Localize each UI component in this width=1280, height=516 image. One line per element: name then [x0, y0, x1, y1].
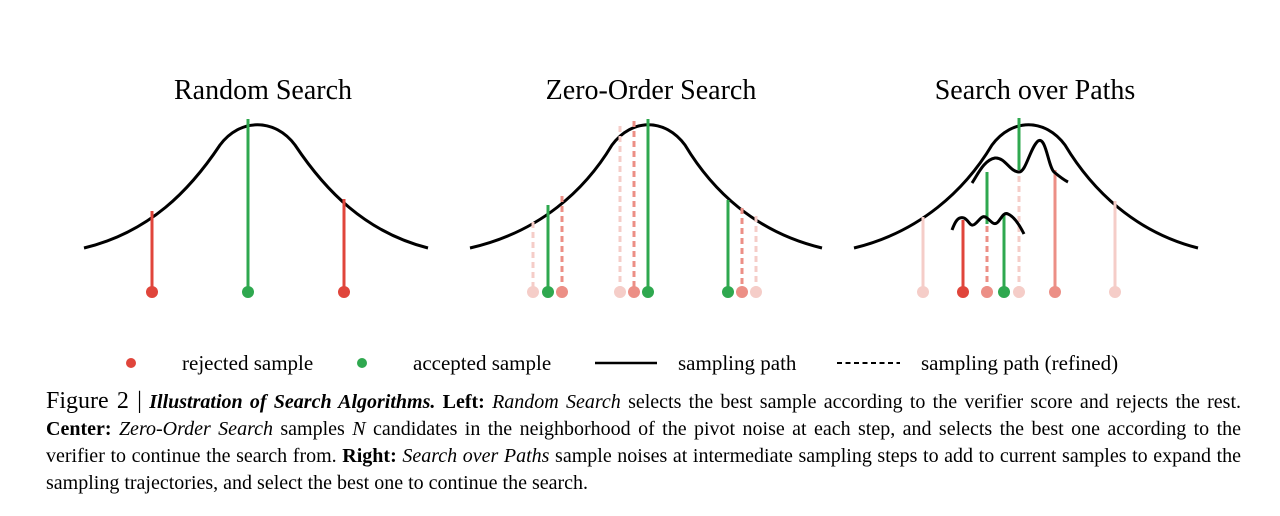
figure-heading: Illustration of Search Algorithms. [149, 391, 436, 413]
wiggly-sampling-path [970, 139, 1069, 184]
gaussian-curve [853, 123, 1199, 250]
legend-label-path-refined: sampling path (refined) [921, 351, 1118, 375]
accepted-sample [242, 119, 254, 298]
caption-left-label: Left: [442, 391, 485, 413]
rejected-sample [957, 220, 969, 298]
rejected-sample-refined [1013, 176, 1025, 298]
caption-left-method: Random Search [492, 391, 621, 413]
caption-right-text: sample noises at intermediate sampling s… [46, 445, 1242, 494]
rejected-sample [338, 199, 350, 298]
caption-center-text-b: candidates in the neighborhood of the pi… [46, 418, 1242, 467]
figure-caption: Figure 2 | Illustration of Search Algori… [46, 388, 1241, 497]
rejected-sample-refined [981, 226, 993, 298]
rejected-sample-refined [527, 222, 539, 298]
legend-label-path: sampling path [678, 351, 797, 375]
legend-label-accepted: accepted sample [413, 351, 551, 375]
accepted-sample [642, 119, 654, 298]
search-algorithms-diagram: Random Search Zero-Order Search Search o… [83, 75, 1199, 375]
rejected-sample [1049, 170, 1061, 298]
rejected-sample-refined [736, 208, 748, 298]
panel-title-zero-order-search: Zero-Order Search [546, 75, 757, 106]
panel-title-search-over-paths: Search over Paths [935, 75, 1136, 106]
legend-item-path: sampling path [595, 351, 797, 375]
rejected-dot-icon [126, 358, 136, 368]
accepted-dot-icon [357, 358, 367, 368]
caption-center-method: Zero-Order Search [118, 418, 273, 440]
rejected-sample-refined [614, 126, 626, 298]
accepted-sample [722, 200, 734, 298]
caption-left-text: selects the best sample according to the… [628, 391, 1242, 413]
panel-zero-order-search [469, 119, 823, 298]
rejected-sample-refined [556, 196, 568, 298]
rejected-sample [146, 211, 158, 298]
rejected-sample-refined [628, 121, 640, 298]
legend-item-path-refined: sampling path (refined) [837, 351, 1118, 375]
caption-right-method: Search over Paths [402, 445, 550, 467]
rejected-sample [1109, 201, 1121, 298]
accepted-sample [542, 205, 554, 298]
caption-center-var: N [352, 418, 366, 440]
rejected-sample [917, 217, 929, 298]
legend-item-accepted: accepted sample [357, 351, 551, 375]
panel-search-over-paths [853, 118, 1199, 298]
panel-random-search [83, 119, 429, 298]
gaussian-curve [83, 123, 429, 250]
gaussian-curve [469, 123, 823, 250]
caption-right-label: Right: [342, 445, 397, 467]
rejected-sample-refined [750, 216, 762, 298]
legend-item-rejected: rejected sample [126, 351, 313, 375]
accepted-sample [998, 214, 1010, 298]
figure-label: Figure 2 | [46, 388, 142, 414]
caption-center-text-a: samples [280, 418, 345, 440]
caption-center-label: Center: [46, 418, 112, 440]
legend: rejected sample accepted sample sampling… [126, 351, 1118, 375]
panel-title-random-search: Random Search [174, 75, 352, 106]
wiggly-sampling-path [950, 212, 1026, 235]
legend-label-rejected: rejected sample [182, 351, 313, 375]
